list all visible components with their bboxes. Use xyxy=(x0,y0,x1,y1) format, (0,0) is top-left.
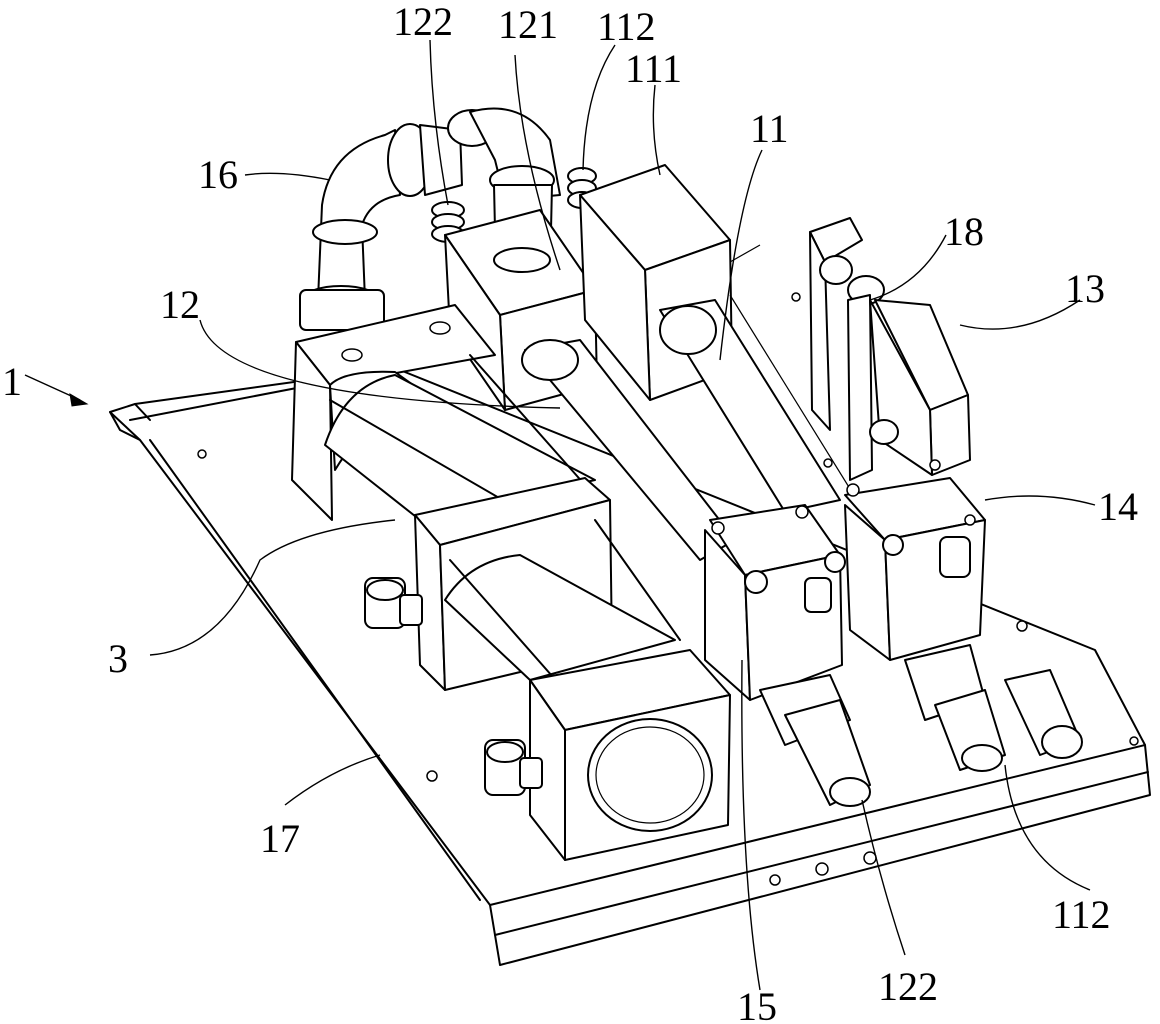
pump-housing xyxy=(291,304,681,691)
label-112-bottom: 112 xyxy=(1052,892,1111,937)
label-11: 11 xyxy=(750,106,789,151)
label-17: 17 xyxy=(260,816,300,861)
label-111: 111 xyxy=(625,46,682,91)
valve-15 xyxy=(704,504,871,807)
label-112-top: 112 xyxy=(597,4,656,49)
label-122-top: 122 xyxy=(393,0,453,44)
valve-module-13 xyxy=(809,217,971,481)
label-14: 14 xyxy=(1098,484,1138,529)
cylinder-11 xyxy=(659,244,861,513)
fittings xyxy=(364,577,543,796)
cylinder-cap-block xyxy=(529,649,731,861)
label-13: 13 xyxy=(1065,266,1105,311)
valve-14 xyxy=(844,477,1083,772)
label-121: 121 xyxy=(498,2,558,47)
label-1: 1 xyxy=(2,359,22,404)
label-122-bottom: 122 xyxy=(878,964,938,1009)
label-18: 18 xyxy=(944,209,984,254)
springs xyxy=(431,167,597,243)
label-12: 12 xyxy=(160,282,200,327)
leader-lines xyxy=(24,39,1096,991)
label-16: 16 xyxy=(198,152,238,197)
label-15: 15 xyxy=(737,984,777,1024)
reference-labels: 1 3 11 12 13 14 15 16 17 18 111 121 112 … xyxy=(2,0,1138,1024)
label-3: 3 xyxy=(108,636,128,681)
